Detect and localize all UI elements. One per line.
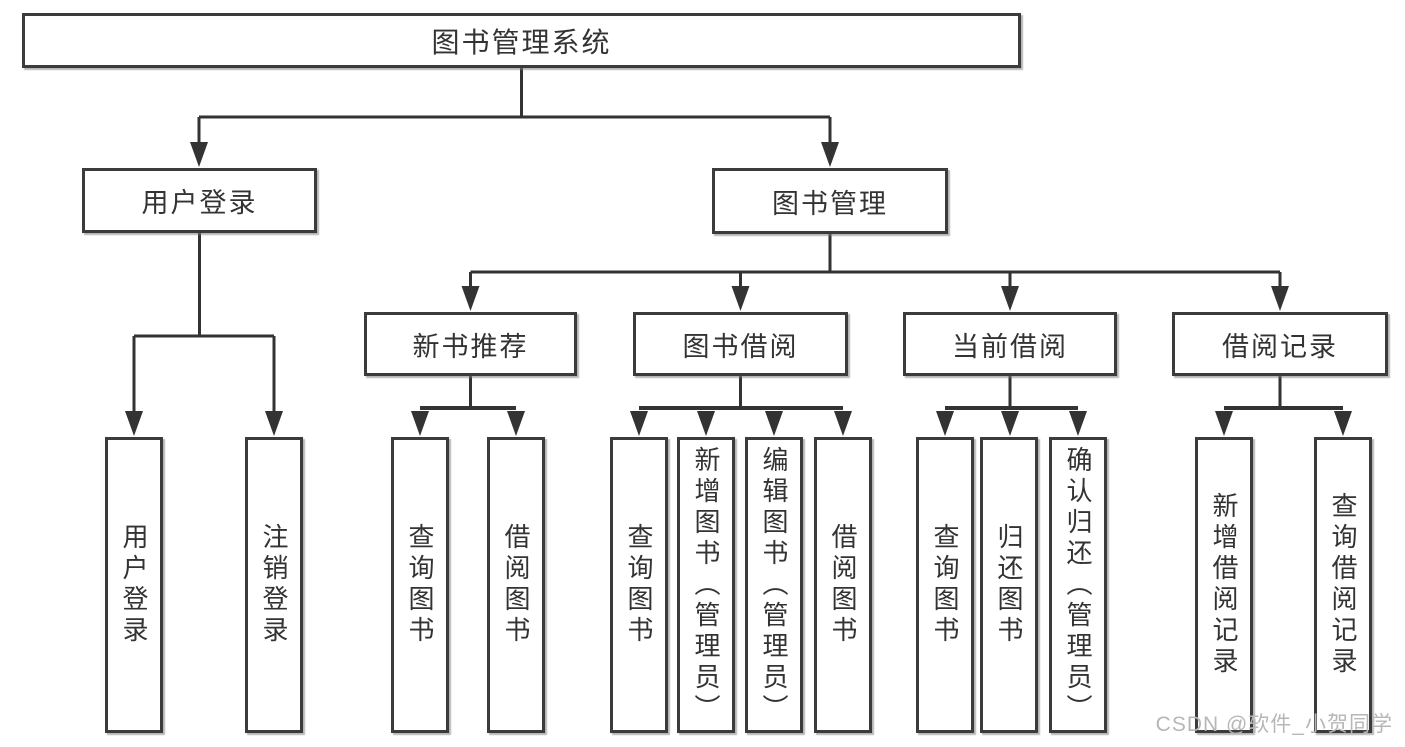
- node-book-management: 图书管理: [712, 168, 948, 234]
- node-label: 归还图书: [994, 523, 1024, 647]
- node-label: 查询借阅记录: [1328, 492, 1358, 678]
- node-label: 借阅记录: [1222, 331, 1338, 362]
- node-label: 编辑图书（管理员）: [759, 445, 789, 725]
- node-label: 图书管理系统: [431, 26, 612, 58]
- connector-paths: [132, 68, 1343, 415]
- node-label: 借阅图书: [828, 523, 858, 647]
- leaf-user-login: 用户登录: [105, 437, 163, 733]
- node-label: 新书推荐: [412, 331, 529, 362]
- node-label: 查询图书: [405, 523, 435, 647]
- leaf-add-borrow-record: 新增借阅记录: [1195, 437, 1253, 733]
- node-label: 查询图书: [624, 523, 654, 647]
- leaf-query-books-recommend: 查询图书: [391, 437, 449, 733]
- leaf-query-books-current: 查询图书: [916, 437, 974, 733]
- node-book-borrowing: 图书借阅: [633, 312, 848, 376]
- node-library-management-system: 图书管理系统: [22, 13, 1021, 68]
- node-label: 用户登录: [119, 523, 149, 647]
- leaf-borrow-books-recommend: 借阅图书: [487, 437, 545, 733]
- node-current-borrowing: 当前借阅: [903, 312, 1117, 376]
- node-label: 注销登录: [259, 523, 289, 647]
- node-new-book-recommendation: 新书推荐: [364, 312, 577, 376]
- node-label: 新增图书（管理员）: [691, 445, 721, 725]
- leaf-borrow-books-borrowing: 借阅图书: [814, 437, 872, 733]
- leaf-query-borrow-record: 查询借阅记录: [1314, 437, 1372, 733]
- leaf-query-books-borrowing: 查询图书: [610, 437, 668, 733]
- leaf-add-book-admin: 新增图书（管理员）: [677, 437, 735, 733]
- node-label: 新增借阅记录: [1209, 492, 1239, 678]
- leaf-logout: 注销登录: [245, 437, 303, 733]
- csdn-watermark: CSDN @软件_小贺同学: [1155, 713, 1393, 736]
- node-label: 查询图书: [930, 523, 960, 647]
- node-label: 确认归还（管理员）: [1063, 445, 1093, 725]
- node-label: 当前借阅: [952, 331, 1068, 362]
- node-label: 图书管理: [772, 188, 888, 219]
- node-label: 用户登录: [141, 188, 258, 218]
- node-user-login: 用户登录: [82, 168, 317, 233]
- node-label: 借阅图书: [501, 523, 531, 647]
- leaf-return-books: 归还图书: [980, 437, 1038, 733]
- node-borrowing-records: 借阅记录: [1172, 312, 1388, 376]
- arrowheads: [125, 142, 1352, 436]
- leaf-confirm-return-admin: 确认归还（管理员）: [1049, 437, 1107, 733]
- node-label: 图书借阅: [682, 331, 799, 362]
- leaf-edit-book-admin: 编辑图书（管理员）: [745, 437, 803, 733]
